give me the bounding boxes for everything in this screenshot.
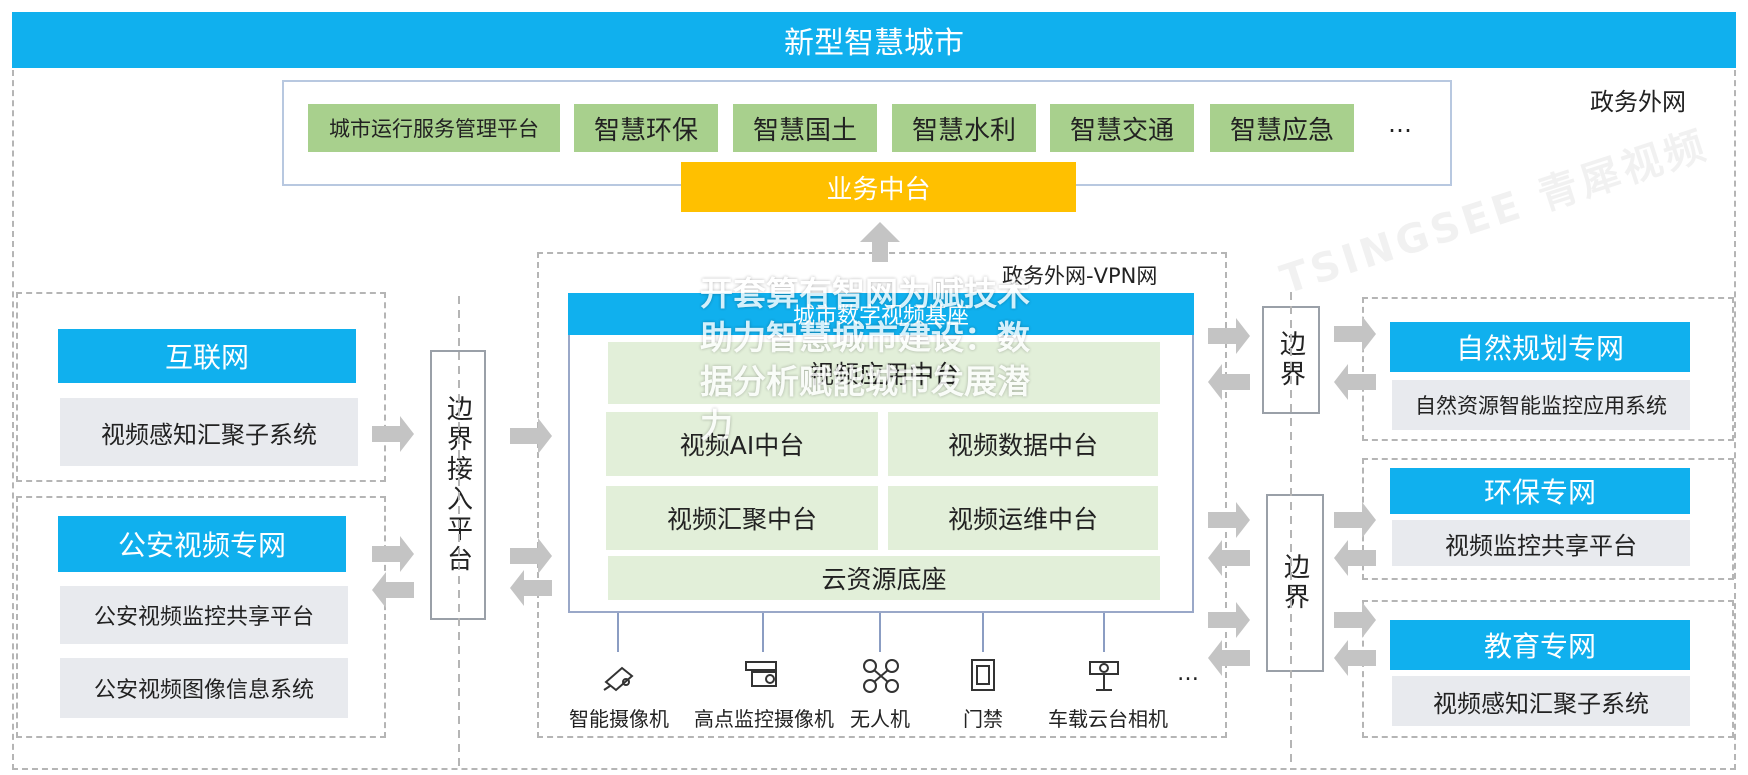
- overlay-article-title: 开套算有智网为赋技术助力智慧城市建设：数据分析赋能城市发展潜力: [700, 274, 1030, 445]
- video-ai-platform[interactable]: 视频AI中台: [606, 412, 878, 476]
- network-education[interactable]: 教育专网: [1390, 620, 1690, 670]
- device-drone: 无人机: [850, 706, 910, 731]
- app-smart-env[interactable]: 智慧环保: [574, 104, 718, 152]
- system-natural-resource-monitor[interactable]: 自然资源智能监控应用系统: [1392, 380, 1690, 430]
- video-data-platform[interactable]: 视频数据中台: [888, 412, 1158, 476]
- network-police-video[interactable]: 公安视频专网: [58, 516, 346, 572]
- devices-more: …: [1177, 660, 1199, 686]
- left-zone-internet: [16, 292, 386, 482]
- device-smart-camera: 智能摄像机: [569, 706, 669, 731]
- business-platform[interactable]: 业务中台: [681, 162, 1076, 212]
- app-smart-water[interactable]: 智慧水利: [892, 104, 1036, 152]
- system-env-video-share[interactable]: 视频监控共享平台: [1392, 520, 1690, 566]
- network-internet[interactable]: 互联网: [58, 329, 356, 383]
- device-door-access: 门禁: [963, 706, 1003, 731]
- app-smart-emergency[interactable]: 智慧应急: [1210, 104, 1354, 152]
- apps-more: …: [1388, 110, 1412, 138]
- left-zone-police: [16, 496, 386, 738]
- network-environment[interactable]: 环保专网: [1390, 468, 1690, 514]
- gov-vpn-label: 政务外网-VPN网: [1002, 264, 1158, 288]
- device-vehicle-gimbal: 车载云台相机: [1048, 706, 1168, 731]
- video-base-title: 城市数字视频基座: [568, 293, 1194, 335]
- page-title: 新型智慧城市: [12, 12, 1736, 68]
- system-edu-video-aggregation[interactable]: 视频感知汇聚子系统: [1392, 676, 1690, 726]
- boundary-bottom[interactable]: 边界: [1266, 494, 1324, 672]
- system-internet-video-aggregation[interactable]: 视频感知汇聚子系统: [60, 398, 358, 466]
- system-police-video-share[interactable]: 公安视频监控共享平台: [60, 586, 348, 644]
- gov-external-zone: [12, 60, 1736, 770]
- device-highpoint-camera: 高点监控摄像机: [694, 706, 834, 731]
- app-smart-land[interactable]: 智慧国土: [733, 104, 877, 152]
- video-aggregation-platform[interactable]: 视频汇聚中台: [606, 486, 878, 550]
- app-smart-traffic[interactable]: 智慧交通: [1050, 104, 1194, 152]
- app-city-operation[interactable]: 城市运行服务管理平台: [308, 104, 560, 152]
- gov-external-label: 政务外网: [1590, 88, 1686, 116]
- edge-access-platform[interactable]: 边界接入平台: [430, 350, 486, 620]
- boundary-top[interactable]: 边界: [1262, 306, 1320, 414]
- video-ops-platform[interactable]: 视频运维中台: [888, 486, 1158, 550]
- cloud-resource-base[interactable]: 云资源底座: [608, 556, 1160, 600]
- network-natural-planning[interactable]: 自然规划专网: [1390, 322, 1690, 372]
- system-police-image-info[interactable]: 公安视频图像信息系统: [60, 658, 348, 718]
- video-app-platform[interactable]: 视频应用中台: [608, 342, 1160, 404]
